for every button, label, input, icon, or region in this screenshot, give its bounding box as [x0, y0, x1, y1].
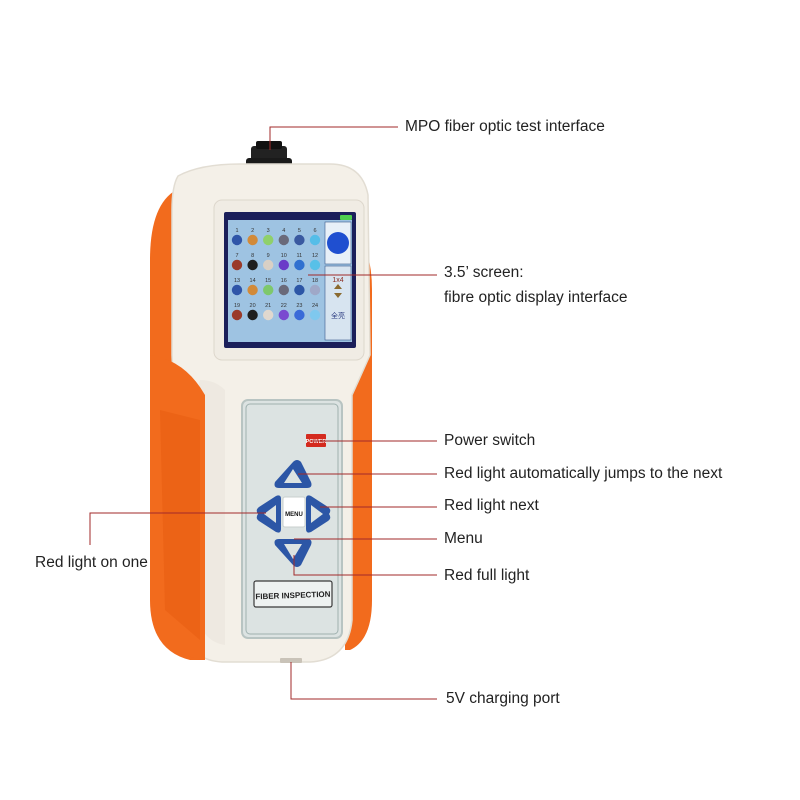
screen-big-indicator: [327, 232, 349, 254]
menu-button-label: MENU: [285, 512, 303, 518]
fiber-dot: [278, 284, 289, 296]
fiber-dot: [247, 284, 258, 296]
fiber-dot: [231, 309, 243, 321]
screen-side-text-2: 全亮: [331, 311, 345, 320]
fiber-dot: [309, 309, 321, 321]
fiber-number-label: 8: [251, 253, 254, 259]
fiber-number-label: 7: [235, 253, 238, 259]
charging-port: [280, 658, 302, 663]
fiber-dot: [247, 259, 258, 271]
fiber-number-label: 10: [281, 253, 287, 259]
fiber-dot: [247, 234, 258, 246]
fiber-dot: [294, 284, 305, 296]
fiber-dot: [247, 309, 258, 321]
callout-screen-line1: 3.5’ screen:: [444, 264, 524, 281]
fiber-number-label: 21: [265, 303, 271, 309]
fiber-number-label: 1: [235, 228, 238, 234]
fiber-number-label: 2: [251, 228, 254, 234]
fiber-dot: [231, 284, 243, 296]
fiber-dot: [294, 309, 305, 321]
fiber-number-label: 9: [267, 253, 270, 259]
fiber-dot: [294, 234, 305, 246]
fiber-number-label: 23: [296, 303, 302, 309]
fiber-dot: [309, 259, 321, 271]
fiber-dot: [263, 234, 274, 246]
callout-lines: [89, 126, 437, 700]
fiber-dot: [278, 309, 289, 321]
fiber-number-label: 11: [297, 253, 303, 259]
fiber-number-label: 12: [312, 253, 318, 259]
fiber-number-label: 14: [250, 278, 256, 284]
fiber-dot: [278, 259, 289, 271]
power-button-label: POWER: [306, 439, 327, 445]
screen-side-text-1: 1x4: [332, 277, 343, 284]
fiber-dot: [263, 259, 274, 271]
callout-red-on-one: Red light on one: [35, 554, 148, 571]
fiber-number-label: 22: [281, 303, 287, 309]
fiber-number-label: 4: [282, 228, 285, 234]
fiber-number-label: 13: [234, 278, 240, 284]
callout-red-full: Red full light: [444, 567, 530, 584]
fiber-number-label: 19: [234, 303, 240, 309]
fiber-number-label: 20: [250, 303, 256, 309]
callout-mpo-interface: MPO fiber optic test interface: [405, 118, 605, 135]
fiber-number-label: 24: [312, 303, 318, 309]
fiber-number-label: 18: [312, 278, 318, 284]
fiber-number-label: 6: [313, 228, 316, 234]
fiber-number-label: 17: [296, 278, 302, 284]
callout-menu: Menu: [444, 530, 483, 547]
fiber-number-label: 5: [298, 228, 301, 234]
callout-screen-line2: fibre optic display interface: [444, 289, 628, 306]
fiber-dot: [294, 259, 305, 271]
fiber-number-label: 15: [265, 278, 271, 284]
callout-red-next: Red light next: [444, 497, 539, 514]
fiber-dot: [309, 284, 321, 296]
fiber-dot: [263, 284, 274, 296]
fiber-dot: [231, 234, 243, 246]
callout-power-switch: Power switch: [444, 432, 536, 449]
callout-auto-jump: Red light automatically jumps to the nex…: [444, 465, 723, 482]
fiber-dot: [263, 309, 274, 321]
fiber-dot: [231, 259, 243, 271]
fiber-number-label: 16: [281, 278, 287, 284]
fiber-dot: [278, 234, 289, 246]
menu-button[interactable]: [282, 496, 306, 528]
fiber-dot: [309, 234, 321, 246]
fiber-inspection-label: FIBER INSPECTION: [255, 590, 331, 602]
fiber-number-label: 3: [267, 228, 270, 234]
fiber-inspection-label-box: [253, 580, 333, 608]
callout-charging: 5V charging port: [446, 690, 560, 707]
